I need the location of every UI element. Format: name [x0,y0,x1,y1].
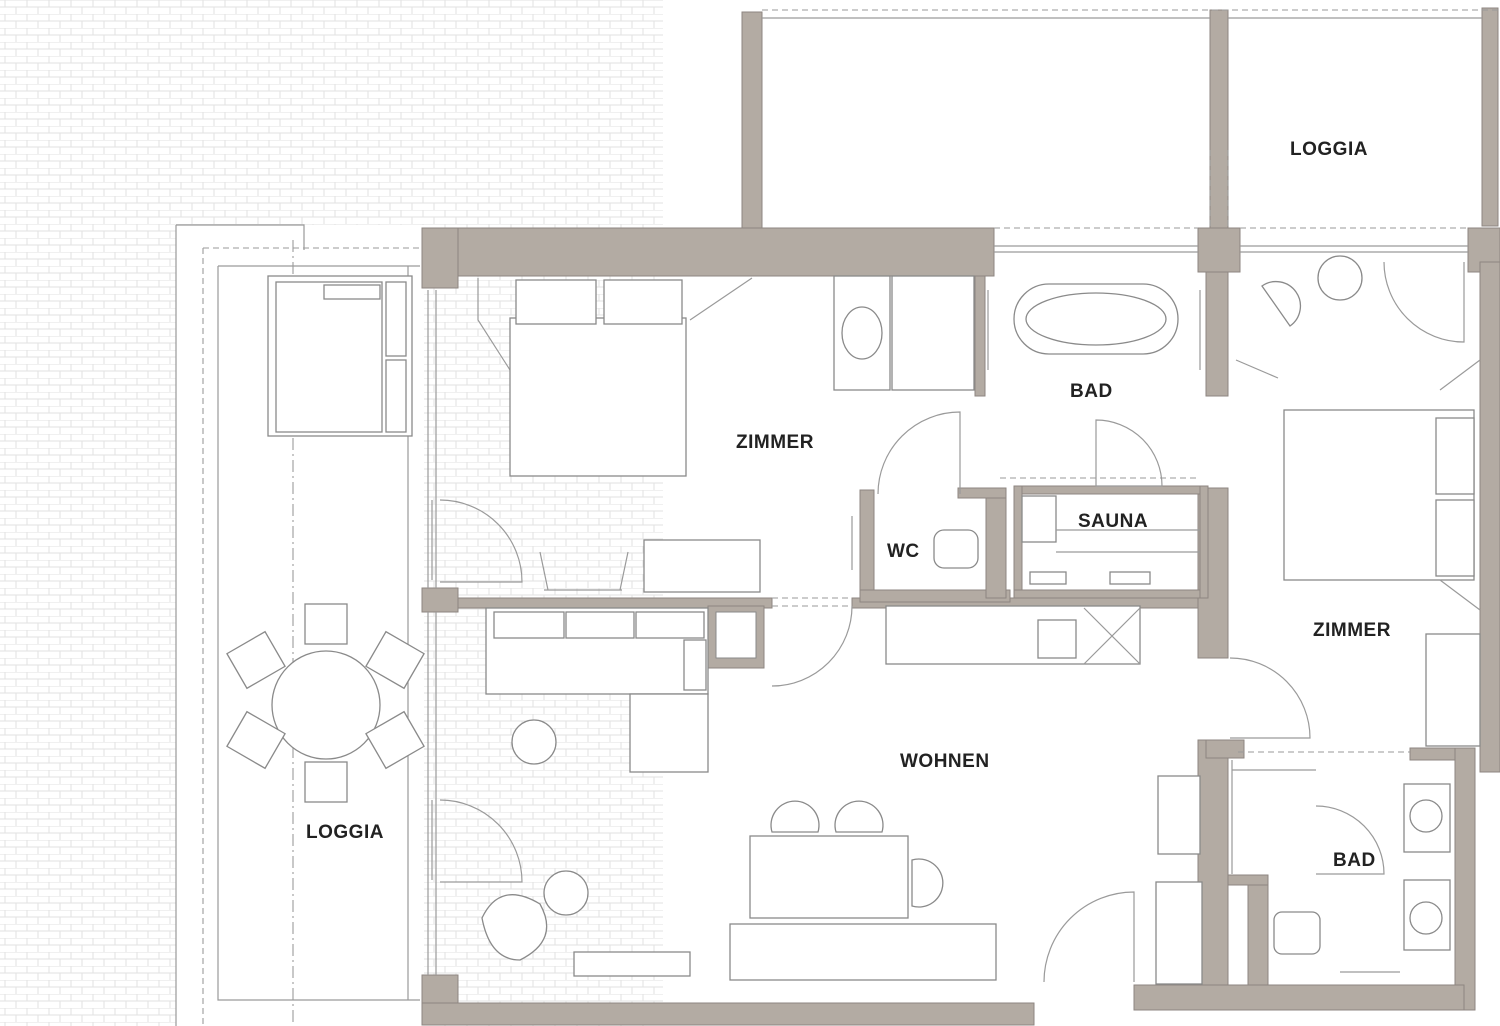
room-label-loggia-left: LOGGIA [306,822,384,843]
room-label-zimmer-1: ZIMMER [736,432,814,453]
bad1-fixtures [987,283,1201,487]
upper-loggia-floor [663,0,1500,230]
bad2-fixtures [1231,751,1451,973]
room-label-loggia-top: LOGGIA [1290,139,1368,160]
zimmer1-furniture [439,275,975,593]
wc-fixtures [851,516,979,570]
room-label-wohnen: WOHNEN [900,751,990,772]
loggia-dining-set [226,603,425,803]
zimmer2-furniture [1229,255,1481,747]
room-label-zimmer-2: ZIMMER [1313,620,1391,641]
room-label-sauna: SAUNA [1078,511,1148,532]
wohnen-furniture [439,597,1203,985]
loggia-left-outline [175,224,420,1026]
room-label-bad-2: BAD [1333,850,1376,871]
room-label-bad-1: BAD [1070,381,1113,402]
upper-windows [994,227,1468,253]
walls [421,227,1500,1026]
left-facade-windows [427,290,437,975]
loggia-lounger [267,275,413,437]
terrace-paving-lower [0,225,176,1026]
upper-loggia-structure [741,7,1500,231]
room-label-wc: WC [887,541,920,562]
sauna-fixtures [1021,495,1200,585]
